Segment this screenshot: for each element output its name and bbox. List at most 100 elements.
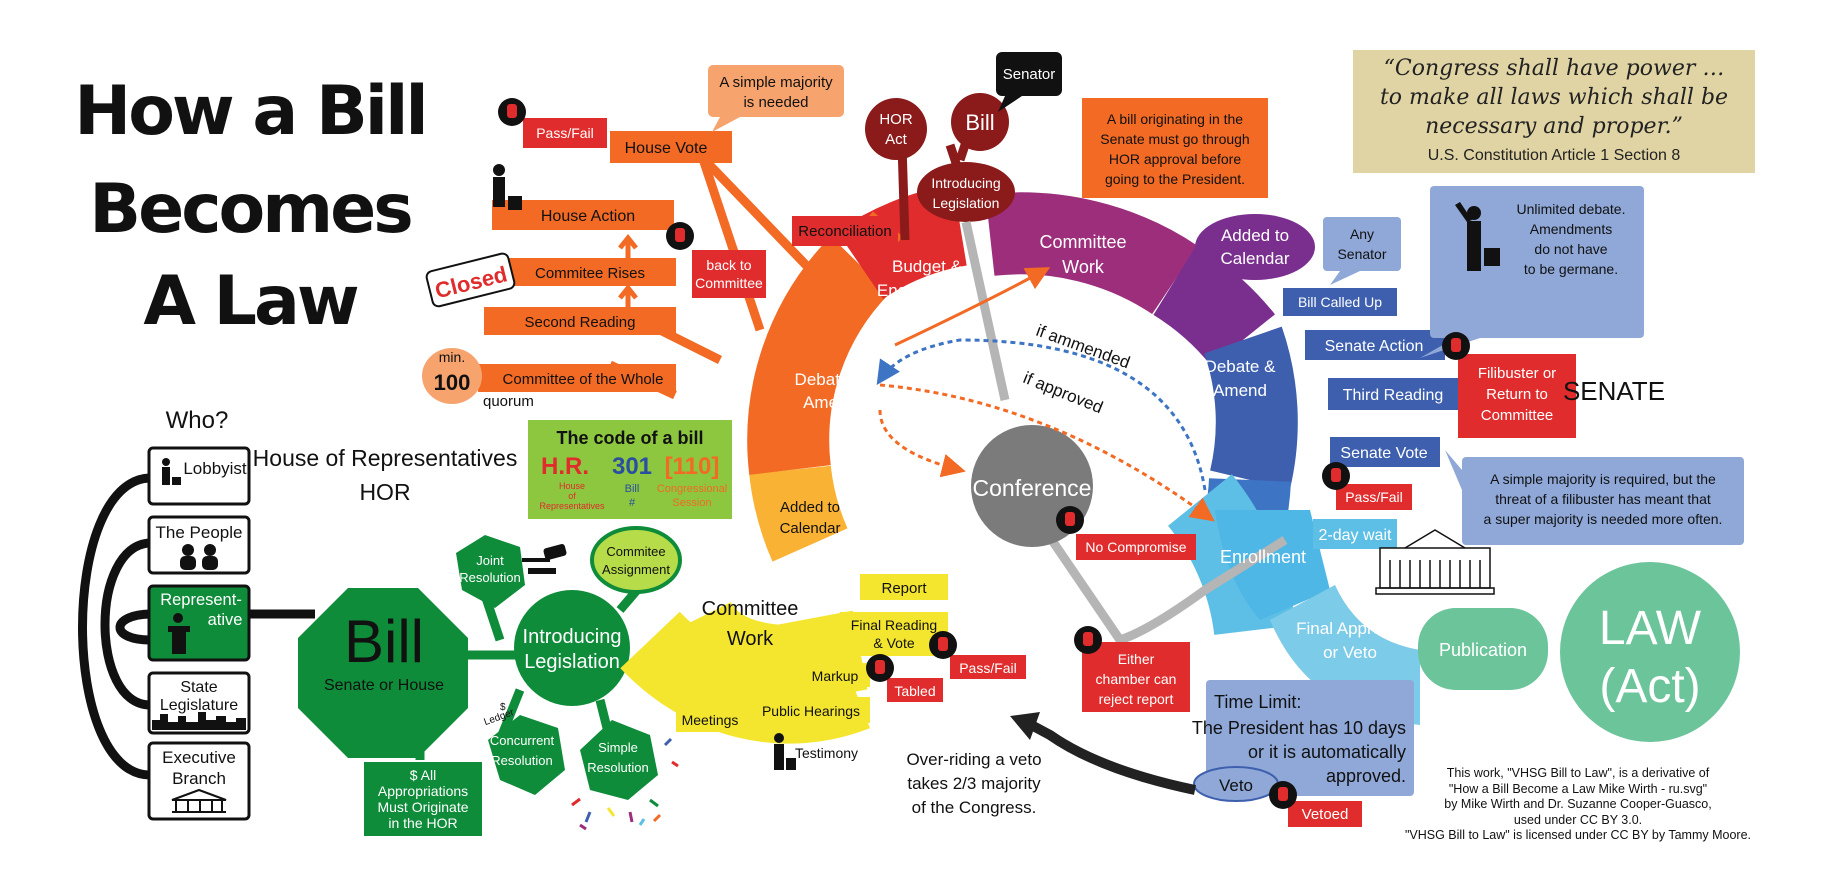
house-action-box — [492, 200, 674, 230]
confetti-icon — [571, 737, 679, 831]
quote-text: “Congress shall have power … to make all… — [1353, 54, 1755, 141]
if-approved-label: if approved — [1021, 368, 1106, 417]
svg-text:Over-riding a veto: Over-riding a veto — [906, 750, 1041, 769]
title-line-2: Becomes — [89, 170, 413, 249]
svg-text:takes 2/3 majority: takes 2/3 majority — [907, 774, 1041, 793]
svg-text:Amend: Amend — [1213, 381, 1267, 400]
svg-text:A simple majority is required,: A simple majority is required, but the — [1490, 471, 1716, 487]
credits: This work, "VHSG Bill to Law", is a deri… — [1398, 766, 1758, 844]
either-chamber-box — [1082, 642, 1190, 712]
quote-citation: U.S. Constitution Article 1 Section 8 — [1427, 147, 1681, 164]
introducing-legislation-node — [514, 590, 630, 706]
svg-text:Vetoed: Vetoed — [1302, 806, 1349, 823]
credit-line-3: by Mike Wirth and Dr. Suzanne Cooper-Gua… — [1444, 797, 1712, 811]
senate-majority-callout — [1462, 457, 1744, 545]
svg-text:Joint: Joint — [476, 553, 504, 568]
svg-text:Budget &: Budget & — [892, 257, 963, 276]
svg-text:HOR approval before: HOR approval before — [1109, 151, 1242, 167]
svg-text:reject report: reject report — [1099, 691, 1174, 707]
svg-text:A bill originating in the: A bill originating in the — [1107, 111, 1243, 127]
credit-line-1: This work, "VHSG Bill to Law", is a deri… — [1446, 766, 1710, 780]
constitution-quote-box: “Congress shall have power … to make all… — [1353, 50, 1755, 173]
svg-text:Appropriations: Appropriations — [378, 783, 468, 799]
svg-text:Resolution: Resolution — [491, 753, 552, 768]
svg-text:The People: The People — [156, 523, 243, 542]
who-connectors — [78, 473, 315, 780]
introducing-legislation-top — [917, 162, 1015, 222]
bill-sub-label: Senate or House — [324, 677, 444, 694]
quote-line-1: “Congress shall have power … — [1383, 56, 1725, 81]
svg-text:Representatives: Representatives — [539, 501, 605, 511]
vetoed-box — [1288, 801, 1362, 827]
svg-text:Debate &: Debate & — [1205, 357, 1277, 376]
originating-note-box — [1082, 98, 1268, 198]
who-lobbyist: Lobbyist — [147, 446, 251, 506]
svg-text:Concurrent: Concurrent — [490, 733, 555, 748]
who-heading: Who? — [166, 407, 229, 434]
who-state-legislature: State Legislature — [147, 671, 251, 735]
enrollment-block — [1215, 510, 1330, 620]
svg-text:Introducing: Introducing — [931, 175, 1000, 191]
quote-line-2: to make all laws which shall be — [1379, 85, 1729, 110]
orange-dotted-arrow — [879, 383, 1215, 522]
svg-text:Calendar: Calendar — [1221, 249, 1290, 268]
joint-resolution-node — [456, 535, 525, 608]
podium-icon — [168, 613, 190, 654]
lobbyist-icon — [162, 458, 181, 485]
testimony-icon — [774, 733, 796, 770]
ring-added-calendar-h — [749, 464, 848, 562]
svg-text:min.: min. — [439, 349, 465, 365]
law-label-1: LAW — [1599, 602, 1702, 655]
bill-code-box — [528, 420, 732, 519]
svg-text:Legislation: Legislation — [933, 195, 1000, 211]
svg-text:State: State — [180, 679, 217, 696]
house-label-1: House of Representatives — [253, 445, 518, 471]
any-senator-callout — [1323, 217, 1401, 271]
simple-majority-callout — [708, 65, 844, 117]
svg-text:Senator: Senator — [1003, 66, 1056, 83]
svg-text:Branch: Branch — [172, 769, 226, 788]
stop-hand-icon — [498, 98, 526, 126]
introducing-label-2: Legislation — [524, 651, 620, 673]
title-line-3: A Law — [143, 262, 359, 341]
ledger-label-1: $ — [500, 702, 506, 713]
svg-text:Congressional: Congressional — [657, 483, 727, 495]
svg-text:Bill Called Up: Bill Called Up — [1298, 294, 1382, 310]
code-number: 301 — [612, 453, 652, 480]
svg-text:Engrossment: Engrossment — [877, 281, 977, 300]
svg-text:Assignment: Assignment — [602, 562, 670, 577]
publication-label: Publication — [1439, 640, 1527, 660]
testimony-label: Testimony — [795, 745, 858, 761]
svg-text:Bill: Bill — [965, 110, 994, 135]
bill-called-up-box — [1283, 288, 1397, 316]
quorum-label: quorum — [483, 393, 534, 410]
appropriations-box — [364, 762, 482, 836]
svg-text:threat of a filibuster has mea: threat of a filibuster has meant that — [1495, 491, 1711, 507]
svg-text:Final Reading: Final Reading — [851, 617, 937, 633]
code-session: [110] — [665, 453, 720, 480]
stop-hand-icon — [1269, 781, 1297, 809]
stop-hand-icon — [1074, 626, 1102, 654]
svg-text:Legislature: Legislature — [160, 697, 238, 714]
svg-text:No Compromise: No Compromise — [1085, 539, 1186, 555]
third-reading-box — [1328, 378, 1458, 410]
svg-text:of the Congress.: of the Congress. — [912, 798, 1037, 817]
stop-hand-icon — [929, 631, 957, 659]
svg-text:House Vote: House Vote — [625, 140, 708, 157]
committee-of-whole-box — [478, 364, 676, 392]
bill-label: Bill — [344, 608, 424, 675]
ring-debate-amend — [747, 236, 890, 475]
reconciliation-box — [792, 216, 898, 246]
svg-text:House Action: House Action — [541, 208, 635, 225]
svg-text:Markup: Markup — [812, 668, 859, 684]
stop-hand-icon — [666, 222, 694, 250]
building-icon — [171, 788, 227, 813]
second-reading-box — [484, 307, 676, 335]
senator-callout — [996, 52, 1062, 96]
svg-text:Session: Session — [672, 497, 711, 509]
time-limit-box — [1206, 680, 1414, 796]
svg-text:ative: ative — [208, 611, 243, 629]
svg-text:& Vote: & Vote — [873, 635, 914, 651]
stop-hand-icon — [1056, 506, 1084, 534]
rises-arrows — [618, 233, 638, 307]
